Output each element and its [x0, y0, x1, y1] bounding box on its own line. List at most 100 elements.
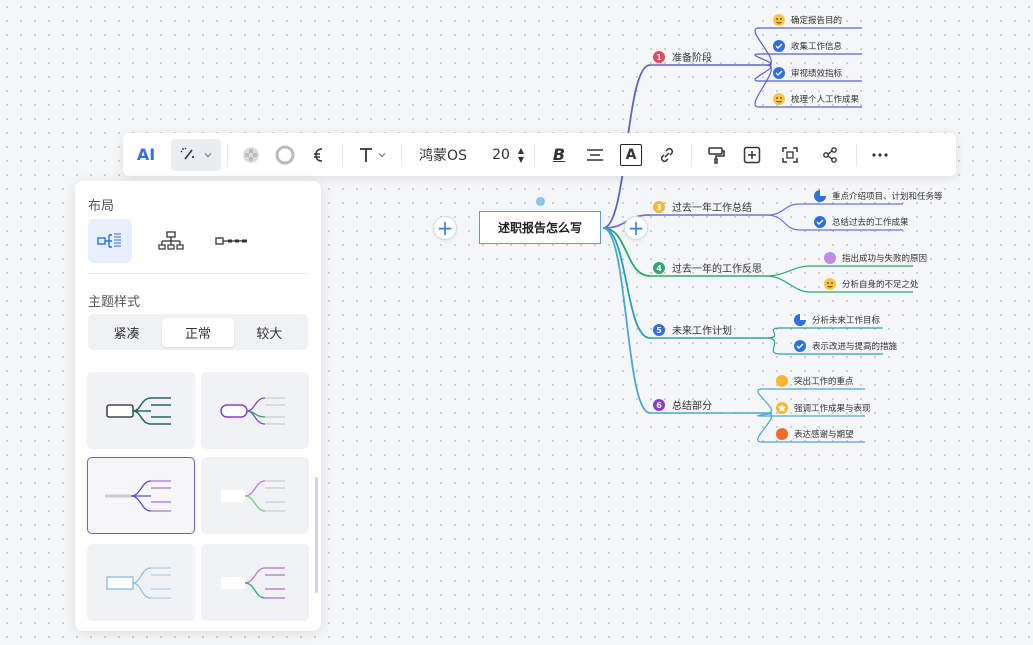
branch-1[interactable]: 1 准备阶段: [653, 51, 712, 64]
font-family-select[interactable]: 鸿蒙OS: [408, 139, 478, 171]
ai-button[interactable]: AI: [129, 139, 163, 171]
theme-card-5[interactable]: [87, 544, 195, 621]
branch-connector: [603, 228, 650, 413]
timeline-icon: [214, 230, 250, 252]
density-compact-option[interactable]: 紧凑: [91, 318, 162, 347]
checker-border-icon: [275, 145, 295, 165]
child-node[interactable]: 强调工作成果与表现: [776, 402, 871, 414]
child-node-label: 收集工作信息: [791, 41, 843, 52]
border-color-button[interactable]: [268, 139, 302, 171]
line-style-button[interactable]: [302, 139, 336, 171]
bold-button[interactable]: B: [541, 139, 577, 171]
text-color-label: A: [620, 144, 642, 166]
text-color-button[interactable]: A: [613, 139, 649, 171]
child-node[interactable]: 指出成功与失败的原因: [824, 252, 927, 264]
panel-scrollbar[interactable]: [315, 477, 318, 593]
number-badge: 1: [653, 51, 665, 63]
checker-fill-icon: [241, 145, 261, 165]
theme-card-4[interactable]: [201, 457, 309, 534]
add-box-icon: [742, 145, 762, 165]
child-node[interactable]: 分析自身的不足之处: [824, 278, 919, 290]
check-circle-icon: [773, 67, 785, 79]
toolbar-divider: [534, 144, 535, 166]
fill-color-button[interactable]: [234, 139, 268, 171]
density-large-option[interactable]: 较大: [234, 318, 305, 347]
toolbar-divider: [401, 144, 402, 166]
check-circle-icon: [773, 40, 785, 52]
layout-timeline-option[interactable]: [210, 219, 254, 263]
caret-down-icon[interactable]: ▼: [518, 155, 524, 164]
fire-icon: [776, 428, 788, 440]
party-popper-icon: [824, 252, 836, 264]
theme-preview: [215, 471, 295, 521]
branch-3[interactable]: 3 过去一年工作总结: [653, 201, 752, 214]
layout-label: 布局: [88, 195, 114, 214]
font-size-stepper[interactable]: ▲ ▼: [514, 139, 528, 171]
share-button[interactable]: [810, 139, 850, 171]
check-circle-icon: [814, 216, 826, 228]
number-badge-text: 4: [656, 264, 662, 273]
magic-wand-dropdown[interactable]: [171, 139, 221, 171]
branch-5[interactable]: 5未来工作计划: [653, 324, 732, 337]
density-normal-option[interactable]: 正常: [162, 318, 233, 347]
child-node-label: 总结过去的工作成果: [832, 217, 909, 228]
child-node[interactable]: 审视绩效指标: [773, 67, 843, 79]
text-style-dropdown[interactable]: [349, 139, 395, 171]
layout-right-tree-option[interactable]: [88, 219, 132, 263]
mind-map-layout-icon: [96, 230, 124, 252]
check-circle-icon: [794, 340, 806, 352]
root-node-label: 述职报告怎么写: [498, 219, 582, 236]
branch-title: 总结部分: [672, 399, 712, 412]
toolbar-divider: [342, 144, 343, 166]
more-button[interactable]: [863, 139, 897, 171]
link-icon: [657, 145, 677, 165]
child-node-label: 突出工作的重点: [794, 376, 854, 387]
toolbar-divider: [227, 144, 228, 166]
theme-preview: [101, 386, 181, 436]
theme-card-1[interactable]: [87, 372, 195, 449]
plus-icon: +: [437, 218, 454, 238]
root-node[interactable]: 述职报告怎么写: [479, 211, 601, 244]
child-node[interactable]: 收集工作信息: [773, 40, 843, 52]
caret-up-icon[interactable]: ▲: [518, 146, 524, 155]
child-connector: [766, 204, 903, 215]
star-icon: [776, 402, 788, 414]
theme-card-6[interactable]: [201, 544, 309, 621]
theme-card-3-selected[interactable]: [87, 457, 195, 534]
align-button[interactable]: [577, 139, 613, 171]
toolbar-divider: [691, 144, 692, 166]
child-node-label: 审视绩效指标: [791, 68, 843, 79]
child-node[interactable]: 重点介绍项目、计划和任务等: [814, 190, 943, 202]
font-size-input[interactable]: 20: [488, 139, 514, 171]
root-connector-dot[interactable]: [536, 197, 545, 206]
theme-preview: [215, 386, 295, 436]
add-right-node-button[interactable]: +: [624, 216, 648, 240]
branch-4[interactable]: 4过去一年的工作反思: [653, 262, 762, 275]
link-button[interactable]: [649, 139, 685, 171]
frame-button[interactable]: [770, 139, 810, 171]
child-node-label: 重点介绍项目、计划和任务等: [832, 191, 943, 202]
child-node[interactable]: 梳理个人工作成果: [773, 93, 860, 105]
number-badge-text: 5: [656, 326, 662, 335]
child-node-label: 确定报告目的: [791, 15, 842, 26]
theme-card-2[interactable]: [201, 372, 309, 449]
child-node[interactable]: 总结过去的工作成果: [814, 216, 909, 228]
format-painter-button[interactable]: [698, 139, 734, 171]
child-node[interactable]: 表示改进与提高的措施: [794, 340, 898, 352]
branch-title: 过去一年工作总结: [672, 201, 752, 214]
number-badge-text: 3: [656, 203, 662, 212]
theme-preview: [101, 471, 181, 521]
layout-org-chart-option[interactable]: [149, 219, 193, 263]
branch-title: 准备阶段: [672, 51, 712, 64]
child-node[interactable]: 表达感谢与期望: [776, 428, 854, 440]
insert-button[interactable]: [734, 139, 770, 171]
child-node[interactable]: 分析未来工作目标: [794, 314, 881, 326]
number-badge-text: 6: [656, 401, 662, 410]
number-badge: 5: [653, 324, 665, 336]
child-node[interactable]: 确定报告目的: [773, 14, 842, 26]
branch-6[interactable]: 6 总结部分: [653, 399, 712, 412]
child-connector: [766, 266, 913, 276]
child-node[interactable]: 突出工作的重点: [776, 375, 854, 387]
pie-chart-icon: [794, 314, 806, 326]
add-left-node-button[interactable]: +: [433, 216, 457, 240]
